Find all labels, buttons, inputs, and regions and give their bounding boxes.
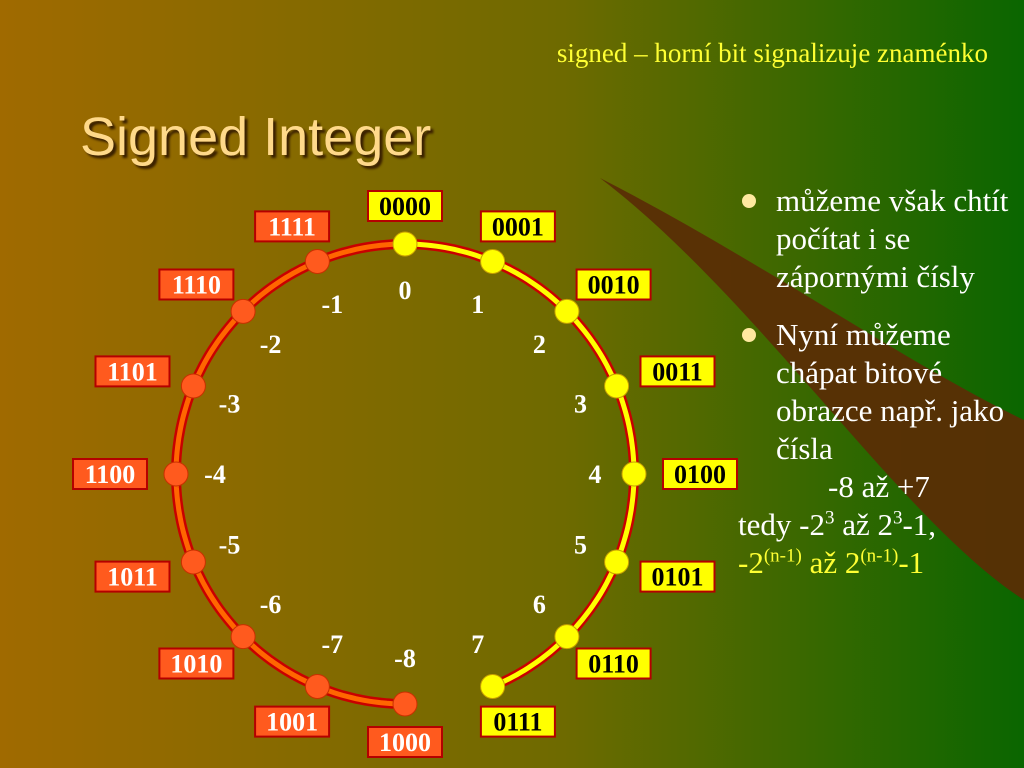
ring-node-1011	[180, 549, 206, 575]
range-exponent: 3	[892, 507, 903, 529]
bullet-list: můžeme však chtít počítat i se zápornými…	[738, 182, 1022, 582]
decimal-label: -1	[321, 290, 343, 319]
decimal-label: -7	[321, 630, 343, 659]
slide-title: Signed Integer	[80, 107, 432, 167]
positive-arc	[402, 241, 637, 689]
decimal-label: 4	[589, 460, 602, 489]
bit-pattern-box	[639, 560, 716, 593]
bit-pattern-box	[367, 726, 443, 758]
decimal-label: 6	[533, 590, 546, 619]
bullet-text: můžeme však chtít počítat i se zápornými…	[776, 183, 1009, 294]
ring-node-0000	[392, 231, 418, 257]
decimal-label: 5	[574, 530, 587, 559]
decimal-label: -5	[219, 530, 241, 559]
ring-node-1001	[304, 674, 330, 699]
bit-pattern-label: 0111	[493, 708, 542, 737]
decimal-label: -3	[219, 390, 241, 419]
ring-node-0100	[621, 461, 647, 487]
bit-pattern-box	[575, 647, 652, 680]
ring-node-0110	[554, 624, 580, 650]
range-part: až 2	[801, 545, 861, 580]
ring-node-1010	[230, 624, 256, 650]
range-part: až 2	[834, 507, 893, 542]
bit-pattern-box	[158, 647, 235, 680]
decimal-label: 7	[471, 630, 484, 659]
bit-pattern-label: 0001	[492, 212, 544, 241]
range-part: -2	[738, 545, 764, 580]
decimal-label: 2	[533, 330, 546, 359]
bullet-item-negative-numbers: můžeme však chtít počítat i se zápornými…	[738, 182, 1022, 296]
decimal-label: -2	[260, 330, 282, 359]
bit-pattern-label: 1001	[266, 708, 318, 737]
bit-pattern-box	[94, 355, 171, 388]
bit-pattern-box	[72, 458, 148, 490]
range-part: -1	[898, 545, 925, 580]
bit-pattern-label: 1010	[170, 650, 222, 679]
bit-pattern-box	[254, 705, 331, 738]
range-power-of-two: tedy -23 až 23-1,	[738, 506, 1022, 544]
decimal-label: -6	[260, 590, 282, 619]
bit-pattern-label: 0011	[652, 357, 703, 386]
ring-node-0011	[604, 373, 630, 399]
bit-pattern-label: 0110	[588, 650, 639, 679]
ring-node-0101	[604, 549, 630, 575]
range-text: -8 až +7	[828, 469, 930, 504]
range-decimal: -8 až +7	[738, 468, 1022, 506]
ring-node-0111	[480, 674, 506, 699]
range-exponent: 3	[824, 507, 835, 529]
decimal-label: 0	[399, 276, 412, 305]
ring-node-1110	[230, 298, 256, 324]
ring-node-1000	[392, 691, 418, 717]
decimal-label: 3	[574, 390, 587, 419]
bit-pattern-label: 1101	[107, 357, 158, 386]
bit-pattern-box	[479, 210, 556, 243]
range-part: tedy -2	[738, 507, 825, 542]
bit-pattern-box	[639, 355, 716, 388]
ring-node-1111	[304, 249, 330, 274]
range-general-formula: -2(n-1) až 2(n-1)-1	[738, 544, 1022, 582]
ring-node-0001	[480, 249, 506, 274]
bit-pattern-box	[662, 458, 738, 490]
bit-pattern-box	[575, 268, 652, 301]
bit-pattern-box	[479, 705, 556, 738]
ring-node-0010	[554, 298, 580, 324]
bit-pattern-label: 1110	[172, 271, 221, 300]
bit-pattern-box	[367, 190, 443, 222]
bit-pattern-label: 1011	[107, 563, 158, 592]
decorative-swoosh	[600, 178, 1024, 600]
bit-pattern-label: 0000	[379, 192, 431, 221]
ring-node-1101	[180, 373, 206, 399]
bit-pattern-box	[94, 560, 171, 593]
bit-pattern-label: 0010	[588, 271, 640, 300]
bit-pattern-label: 1000	[379, 728, 431, 757]
bullet-dot-icon	[742, 194, 756, 208]
bit-pattern-label: 0101	[652, 563, 704, 592]
decimal-label: -8	[394, 644, 416, 673]
bullet-dot-icon	[742, 328, 756, 342]
range-exponent: (n-1)	[860, 545, 899, 567]
bit-pattern-label: 1100	[85, 460, 136, 489]
decimal-label: -4	[204, 460, 226, 489]
bullet-text: Nyní můžeme chápat bitové obrazce např. …	[776, 317, 1005, 466]
bit-pattern-box	[254, 210, 331, 243]
slide-subtitle: signed – horní bit signalizuje znaménko	[556, 38, 988, 68]
bit-pattern-label: 0100	[674, 460, 726, 489]
bullet-item-bit-patterns: Nyní můžeme chápat bitové obrazce např. …	[738, 316, 1022, 468]
ring-node-1100	[163, 461, 189, 487]
bit-pattern-label: 1111	[268, 212, 316, 241]
range-part: -1,	[902, 507, 937, 542]
decimal-label: 1	[471, 290, 484, 319]
bit-pattern-box	[158, 268, 235, 301]
range-exponent: (n-1)	[763, 545, 802, 567]
